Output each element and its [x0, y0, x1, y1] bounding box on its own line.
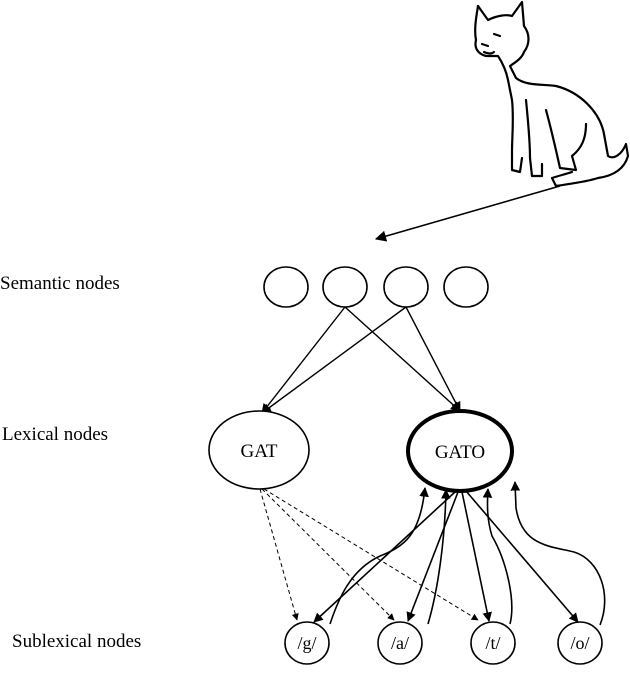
gato-down-o	[465, 490, 579, 623]
lexical-node-gato	[406, 409, 514, 493]
gato-to-sublexical-links	[313, 490, 579, 623]
lexical-level-label: Lexical nodes	[2, 424, 108, 445]
semantic-node	[443, 266, 489, 308]
lexical-node-gato-label: GATO	[435, 442, 485, 463]
semantic-to-lexical-links	[261, 306, 461, 414]
feedback-o	[510, 481, 606, 626]
sublexical-node-g-label: /g/	[297, 633, 316, 653]
sublexical-node-a	[377, 621, 423, 665]
sublexical-node-g	[284, 621, 330, 665]
sublexical-to-gato-links	[329, 481, 606, 626]
sublexical-node-t-label: /t/	[485, 633, 500, 653]
semantic-nodes	[263, 266, 489, 308]
semantic-node	[322, 266, 368, 308]
semantic-link	[261, 306, 407, 414]
semantic-link	[405, 306, 461, 412]
sublexical-node-a-label: /a/	[391, 633, 409, 653]
semantic-level-label: Semantic nodes	[0, 273, 120, 294]
lexical-node-gat	[208, 410, 310, 490]
semantic-node	[263, 266, 309, 308]
semantic-link	[344, 306, 461, 412]
feedback-g	[329, 487, 429, 625]
semantic-link	[261, 306, 346, 414]
cat-to-semantic-arrow	[374, 185, 561, 242]
cat-illustration	[474, 0, 630, 188]
gat-link-g	[259, 488, 299, 621]
gato-down-a	[406, 491, 459, 622]
sublexical-level-label: Sublexical nodes	[12, 631, 141, 652]
gato-down-g	[313, 491, 456, 623]
sublexical-node-t	[470, 621, 516, 665]
feedback-t	[482, 488, 513, 625]
gato-down-t	[461, 491, 492, 622]
feedback-a	[427, 489, 451, 625]
lexical-node-gat-label: GAT	[241, 441, 278, 462]
sublexical-node-o	[557, 621, 603, 665]
sublexical-nodes	[284, 621, 603, 665]
gat-link-a	[261, 488, 395, 621]
gat-to-sublexical-links	[259, 488, 479, 621]
sublexical-node-o-label: /o/	[570, 633, 589, 653]
semantic-node	[383, 266, 429, 308]
